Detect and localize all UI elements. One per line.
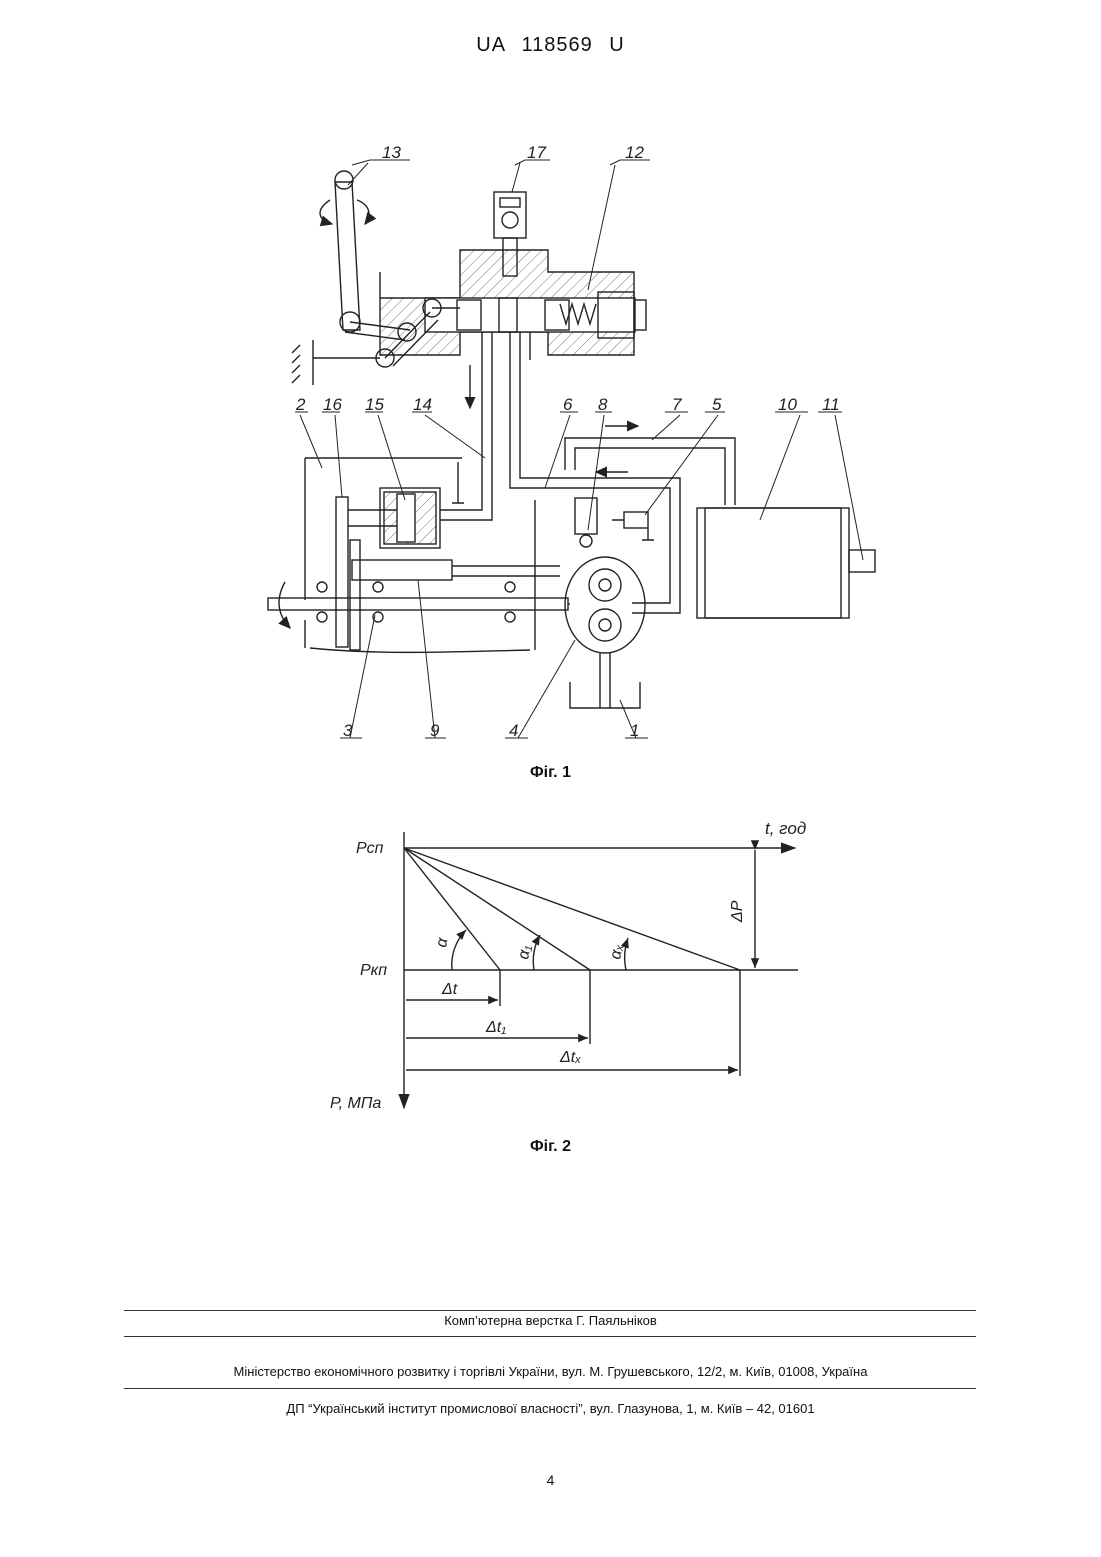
axis-label-time: t, год (765, 819, 806, 838)
axis-label-pressure: P, МПа (330, 1095, 381, 1112)
label-dt-x: Δtₓ (559, 1049, 581, 1066)
label-alpha-x: αₓ (607, 943, 626, 961)
label-dt-1: Δt₁ (485, 1019, 506, 1036)
label-end-pressure: Pкп (360, 962, 387, 979)
label-alpha: α (433, 936, 451, 949)
layout-credit: Комп’ютерна верстка Г. Паяльніков (0, 1313, 1101, 1328)
institute-address: ДП “Український інститут промислової вла… (0, 1401, 1101, 1416)
label-dt: Δt (441, 981, 458, 998)
ministry-address: Міністерство економічного розвитку і тор… (0, 1364, 1101, 1379)
divider (124, 1310, 976, 1311)
page-number: 4 (0, 1472, 1101, 1488)
divider (124, 1336, 976, 1337)
label-delta-p: ΔP (729, 900, 746, 923)
label-start-pressure: Pсп (356, 840, 384, 857)
label-alpha-1: α₁ (515, 944, 534, 961)
figure-2-caption: Фіг. 2 (0, 1138, 1101, 1156)
divider (124, 1388, 976, 1389)
